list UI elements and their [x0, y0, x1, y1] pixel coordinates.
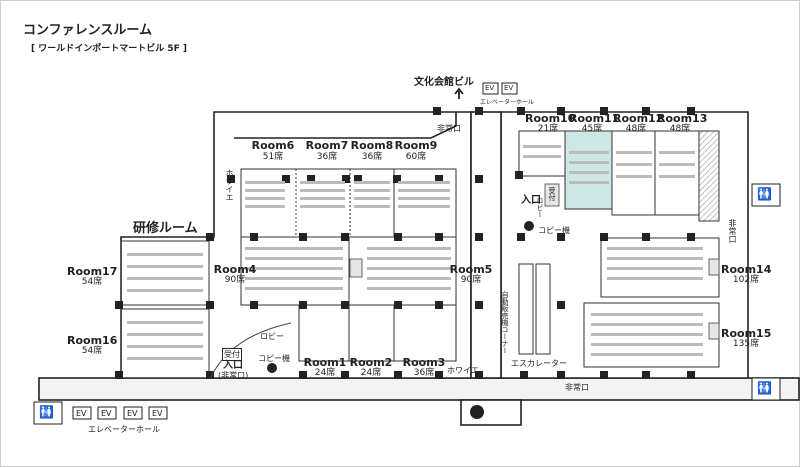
- room17-seats: 54席: [81, 277, 103, 287]
- restroom-icon-bottom-left: 🚻: [39, 405, 54, 419]
- room1-label: Room1: [303, 356, 347, 369]
- room9-label: Room9: [394, 139, 438, 152]
- room8-seats: 36席: [361, 152, 383, 162]
- entrance-left: 入口: [223, 360, 243, 371]
- room3-label: Room3: [402, 356, 446, 369]
- room9-seats: 60席: [405, 152, 427, 162]
- copier-left: コピー機: [258, 354, 290, 363]
- restroom-icon-right-top: 🚻: [757, 187, 772, 201]
- page-title: コンファレンスルーム: [23, 23, 152, 38]
- room5-seats: 90席: [460, 275, 482, 285]
- room4-label: Room4: [213, 263, 257, 276]
- room6-label: Room6: [251, 139, 295, 152]
- room3-seats: 36席: [413, 368, 435, 378]
- ev-bottom-1: EV: [76, 409, 87, 418]
- room10-seats: 21席: [537, 124, 559, 134]
- room10-label: Room10: [525, 112, 576, 125]
- room2-label: Room2: [349, 356, 393, 369]
- copier-right-icon: [524, 221, 534, 231]
- room11-label: Room11: [569, 112, 620, 125]
- ev-bottom-3: EV: [127, 409, 138, 418]
- ev-top-2: EV: [504, 84, 514, 92]
- emergency-exit-right: 非常口: [728, 219, 737, 243]
- foyer-label-top: ホワイエ: [225, 169, 234, 201]
- room12-seats: 48席: [625, 124, 647, 134]
- room5-label: Room5: [449, 263, 493, 276]
- entrance-right: 入口: [521, 195, 541, 206]
- vending-corner-label: 自動販売機コーナー: [501, 291, 509, 354]
- room2-seats: 24席: [360, 368, 382, 378]
- lobby-label: ロビー: [260, 332, 284, 341]
- room4-seats: 90席: [224, 275, 246, 285]
- elevator-hall-top-label: エレベーターホール: [480, 99, 535, 106]
- reception-desk-left: 受付: [222, 348, 242, 361]
- room7-label: Room7: [305, 139, 349, 152]
- room1-seats: 24席: [314, 368, 336, 378]
- training-room-label: 研修ルーム: [133, 221, 198, 236]
- room13-seats: 48席: [669, 124, 691, 134]
- ev-top-1: EV: [485, 84, 495, 92]
- page-subtitle: [ ワールドインポートマートビル 5F ]: [31, 44, 188, 54]
- room14-label: Room14: [721, 263, 772, 276]
- copier-right: コピー機: [538, 226, 570, 235]
- room14-seats: 102席: [732, 275, 760, 285]
- room15-label: Room15: [721, 327, 772, 340]
- room7-seats: 36席: [316, 152, 338, 162]
- room13-label: Room13: [657, 112, 708, 125]
- room12-label: Room12: [613, 112, 664, 125]
- ev-bottom-4: EV: [152, 409, 163, 418]
- room16-seats: 54席: [81, 346, 103, 356]
- reception-desk-right: 受付: [548, 187, 556, 201]
- room17-label: Room17: [67, 265, 118, 278]
- room8-label: Room8: [350, 139, 394, 152]
- ev-bottom-2: EV: [101, 409, 112, 418]
- escalator-label: エスカレーター: [511, 359, 567, 368]
- restroom-icon-right-bottom: 🚻: [757, 381, 772, 395]
- emergency-exit-top: 非常口: [437, 124, 461, 133]
- emergency-exit-bottom: 非常口: [565, 383, 589, 392]
- room11-seats: 45席: [581, 124, 603, 134]
- lobby-right-label: ロビー: [536, 197, 544, 218]
- room15-seats: 135席: [732, 339, 760, 349]
- elevator-hall-bottom-label: エレベーターホール: [88, 425, 160, 434]
- bunka-building-label: 文化会館ビル: [414, 77, 474, 88]
- copier-left-icon: [267, 363, 277, 373]
- room6-seats: 51席: [262, 152, 284, 162]
- smoking-area-icon: [470, 405, 484, 419]
- entrance-left-sub: (非常口): [218, 371, 249, 380]
- room16-label: Room16: [67, 334, 118, 347]
- foyer-label-bottom: ホワイエ: [447, 366, 479, 375]
